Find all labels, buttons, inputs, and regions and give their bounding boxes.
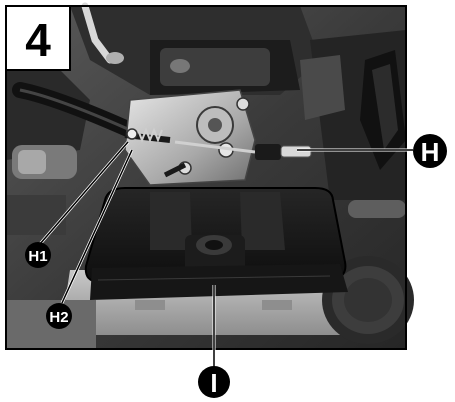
step-number: 4 bbox=[25, 14, 51, 66]
callout-h1-label: H1 bbox=[28, 248, 47, 265]
photo bbox=[6, 2, 414, 349]
callout-h: H bbox=[413, 134, 447, 168]
callout-h2-label: H2 bbox=[49, 309, 68, 326]
callout-h1: H1 bbox=[25, 242, 51, 268]
callout-i: I bbox=[198, 366, 230, 398]
callout-h-label: H bbox=[421, 137, 440, 167]
photo-frame bbox=[5, 5, 407, 350]
callout-i-label: I bbox=[210, 368, 217, 398]
leader-lines-dark bbox=[39, 141, 413, 370]
step-number-box: 4 bbox=[5, 5, 71, 71]
callout-h2: H2 bbox=[46, 303, 72, 329]
